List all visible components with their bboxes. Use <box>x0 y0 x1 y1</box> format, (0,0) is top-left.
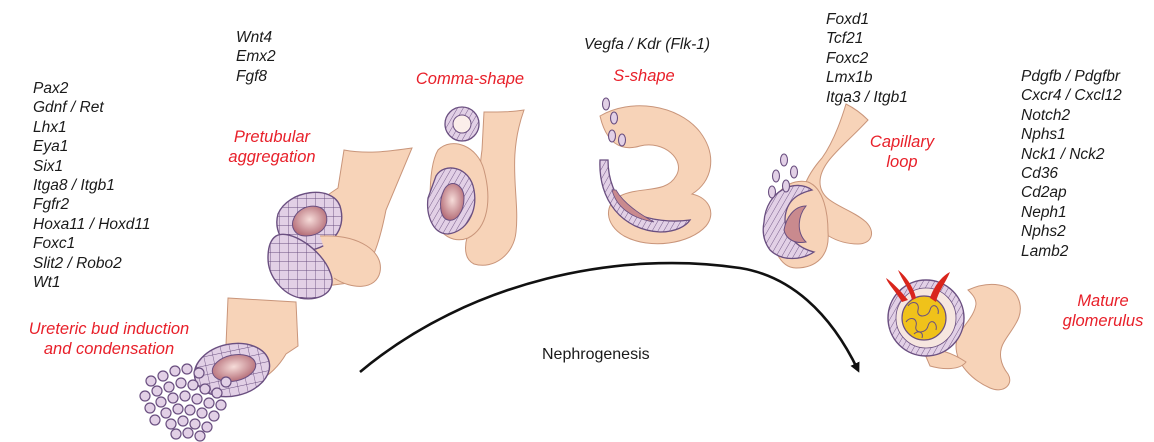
gene-label: Eya1 <box>33 137 150 156</box>
gene-label: Vegfa / Kdr (Flk-1) <box>584 35 710 54</box>
gene-label: Foxc2 <box>826 49 908 68</box>
gene-label: Notch2 <box>1021 106 1122 125</box>
gene-label: Fgf8 <box>236 67 276 86</box>
stage-label-capillary: Capillary loop <box>862 133 942 172</box>
gene-label: Wt1 <box>33 273 150 292</box>
capillary-loop-stage <box>763 104 871 268</box>
gene-label: Slit2 / Robo2 <box>33 254 150 273</box>
mature-tubule <box>956 284 1020 389</box>
gene-label: Pax2 <box>33 79 150 98</box>
gene-list-pretubular: Wnt4 Emx2 Fgf8 <box>236 28 276 86</box>
gene-label: Cd2ap <box>1021 183 1122 202</box>
stage-label-comma: Comma-shape <box>400 70 540 90</box>
gene-label: Tcf21 <box>826 29 908 48</box>
gene-label: Foxc1 <box>33 234 150 253</box>
pretubular-aggregate-stage <box>268 148 412 299</box>
gene-label: Six1 <box>33 157 150 176</box>
gene-label: Cxcr4 / Cxcl12 <box>1021 86 1122 105</box>
gene-label: Neph1 <box>1021 203 1122 222</box>
gene-label: Wnt4 <box>236 28 276 47</box>
gene-label: Hoxa11 / Hoxd11 <box>33 215 150 234</box>
stage-label-pretubular: Pretubular aggregation <box>214 128 330 167</box>
gene-label: Gdnf / Ret <box>33 98 150 117</box>
gene-label: Lhx1 <box>33 118 150 137</box>
comma-shape-stage <box>428 107 524 265</box>
gene-label: Emx2 <box>236 47 276 66</box>
gene-list-sshape: Vegfa / Kdr (Flk-1) <box>584 35 710 54</box>
gene-label: Itga8 / Itgb1 <box>33 176 150 195</box>
gene-label: Pdgfb / Pdgfbr <box>1021 67 1122 86</box>
gene-label: Lamb2 <box>1021 242 1122 261</box>
mature-glomerulus-stage <box>886 270 1020 390</box>
process-label: Nephrogenesis <box>542 346 650 364</box>
gene-label: Cd36 <box>1021 164 1122 183</box>
gene-list-capillary: Foxd1 Tcf21 Foxc2 Lmx1b Itga3 / Itgb1 <box>826 10 908 107</box>
glomerular-tuft <box>902 296 946 340</box>
gene-label: Nphs2 <box>1021 222 1122 241</box>
gene-label: Itga3 / Itgb1 <box>826 88 908 107</box>
stage-label-sshape: S-shape <box>604 67 684 87</box>
gene-list-ureteric: Pax2 Gdnf / Ret Lhx1 Eya1 Six1 Itga8 / I… <box>33 79 150 292</box>
gene-label: Foxd1 <box>826 10 908 29</box>
stage-label-ureteric: Ureteric bud induction and condensation <box>6 320 212 359</box>
gene-label: Lmx1b <box>826 68 908 87</box>
stage-label-mature: Mature glomerulus <box>1058 292 1148 331</box>
gene-label: Fgfr2 <box>33 195 150 214</box>
gene-list-mature: Pdgfb / Pdgfbr Cxcr4 / Cxcl12 Notch2 Nph… <box>1021 67 1122 261</box>
s-shape-stage <box>600 98 711 244</box>
gene-label: Nck1 / Nck2 <box>1021 145 1122 164</box>
gene-label: Nphs1 <box>1021 125 1122 144</box>
